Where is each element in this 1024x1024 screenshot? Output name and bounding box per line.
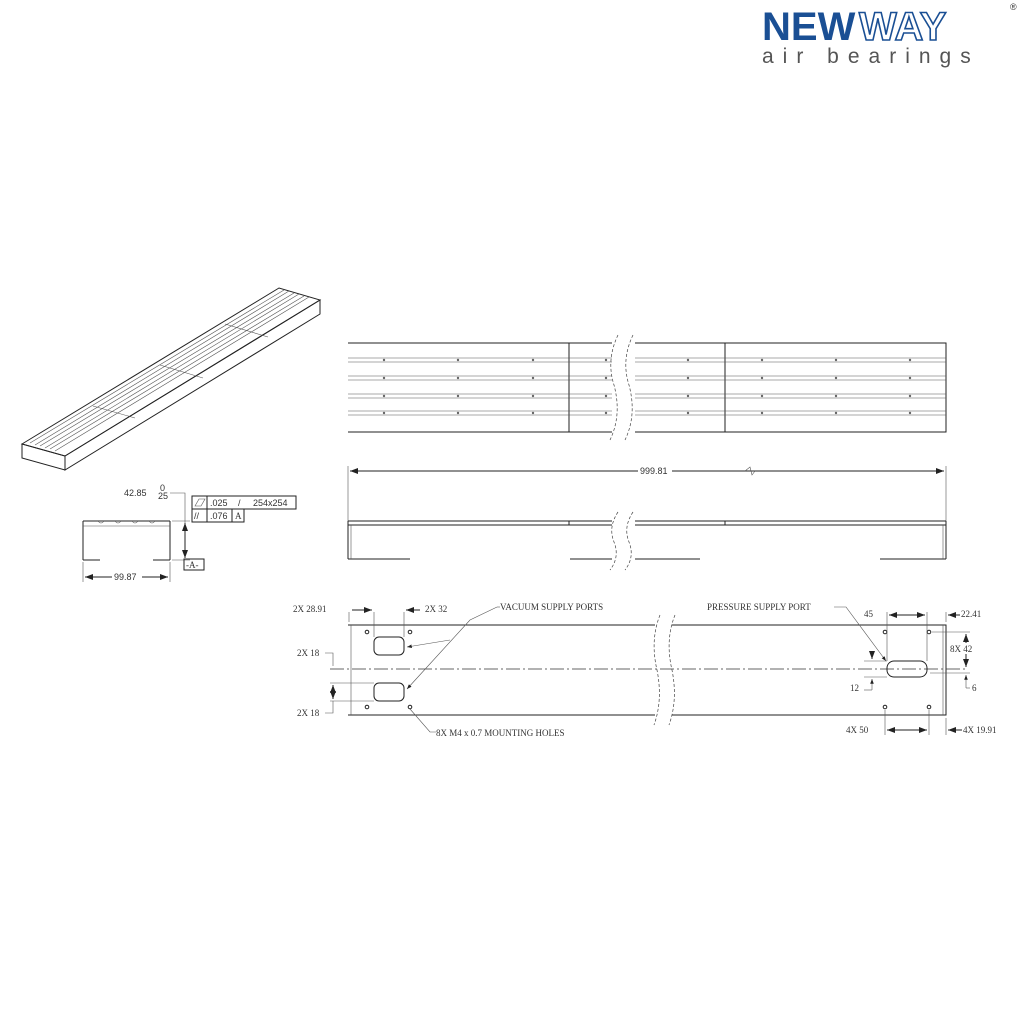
- mounting-holes-label: 8X M4 x 0.7 MOUNTING HOLES: [436, 728, 565, 738]
- side-view: 999.81: [347, 465, 947, 571]
- pressure-supply-port-label: PRESSURE SUPPLY PORT: [707, 602, 811, 612]
- bottom-view: 2X 28.91 2X 32 2X 18 2X 18 VACUUM SUPPLY…: [293, 602, 997, 738]
- parallel-value: .076: [210, 511, 228, 521]
- pressure-port: [886, 660, 928, 678]
- dim-6: 6: [972, 683, 977, 693]
- vacuum-port-1: [373, 636, 405, 656]
- logo-registered: ®: [1010, 2, 1017, 12]
- dim-8x-42: 8X 42: [950, 644, 972, 654]
- length-dimension: 999.81: [640, 466, 668, 476]
- dim-12: 12: [850, 683, 859, 693]
- datum-label: -A-: [186, 560, 199, 570]
- height-tol-upper: 0: [160, 483, 165, 493]
- flatness-separator: /: [238, 498, 241, 508]
- dim-4x-50: 4X 50: [846, 725, 869, 735]
- dim-2x-18-top: 2X 18: [297, 648, 320, 658]
- newway-logo: NEW WAY ® air bearings: [762, 2, 1017, 68]
- dim-4x-19-91: 4X 19.91: [963, 725, 997, 735]
- vacuum-port-2: [373, 682, 405, 702]
- dim-2x-18-bottom: 2X 18: [297, 708, 320, 718]
- flatness-control-frame: .025 / 254x254: [191, 495, 297, 510]
- flatness-value: .025: [210, 498, 228, 508]
- logo-brand-new: NEW: [762, 5, 856, 49]
- width-dimension: 99.87: [114, 572, 137, 582]
- height-tol-lower: 25: [158, 491, 168, 501]
- dim-2x-32: 2X 32: [425, 604, 447, 614]
- parallelism-control-frame: // .076 A: [191, 508, 245, 523]
- flatness-area: 254x254: [253, 498, 288, 508]
- isometric-view: [20, 287, 322, 471]
- mounting-holes: [364, 629, 932, 710]
- parallel-datum: A: [235, 511, 242, 521]
- parallel-symbol-icon: //: [194, 511, 200, 521]
- flatness-symbol-icon: [194, 498, 206, 507]
- dim-22-41: 22.41: [961, 609, 981, 619]
- logo-brand-way: WAY: [859, 5, 947, 49]
- top-view: [348, 334, 947, 441]
- logo-tagline: air bearings: [762, 45, 980, 68]
- vacuum-supply-ports-label: VACUUM SUPPLY PORTS: [500, 602, 603, 612]
- dim-45: 45: [864, 609, 874, 619]
- height-dimension: 42.85: [124, 488, 147, 498]
- dim-2x-28-91: 2X 28.91: [293, 604, 327, 614]
- end-view: 42.85 0 25 .025 / 254x254 // .076 A -A- …: [82, 483, 297, 582]
